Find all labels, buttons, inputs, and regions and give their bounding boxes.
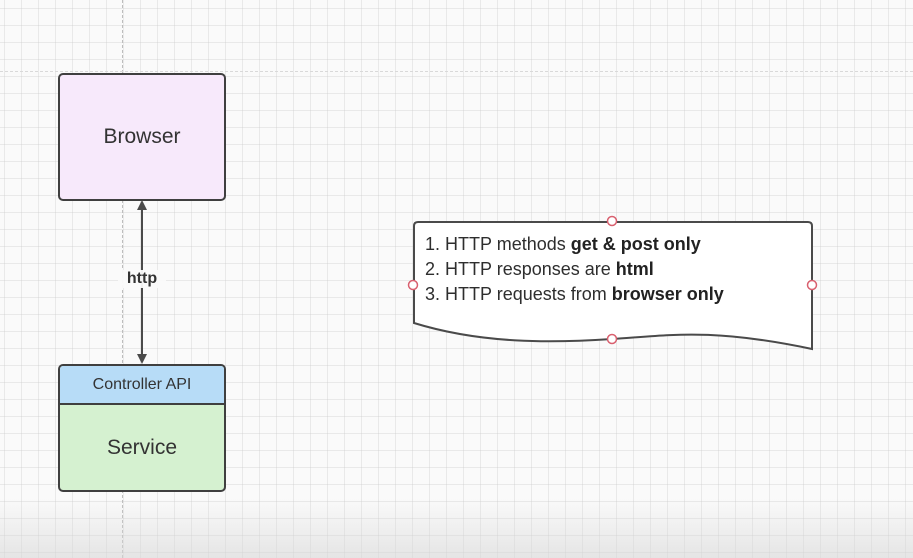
note-item-2-text: HTTP responses are (445, 259, 616, 279)
note-item-3: 3. HTTP requests from browser only (425, 282, 805, 307)
http-label: http (118, 270, 166, 288)
horizontal-guide-line (0, 71, 913, 72)
note-item-1-text: HTTP methods (445, 234, 571, 254)
note-item-1-bold: get & post only (570, 234, 701, 254)
selection-handle-right[interactable] (806, 279, 818, 291)
service-body[interactable]: Service (60, 405, 224, 490)
controller-api-header[interactable]: Controller API (60, 366, 224, 405)
note-item-1: 1. HTTP methods get & post only (425, 232, 805, 257)
service-label: Service (106, 435, 178, 459)
selection-handle-bottom[interactable] (606, 333, 618, 345)
note-item-3-text: HTTP requests from (445, 284, 612, 304)
note-item-2-bold: html (615, 259, 654, 279)
note-item-1-number: 1. (425, 234, 441, 254)
controller-api-label: Controller API (92, 375, 192, 393)
selection-handle-top[interactable] (606, 215, 618, 227)
browser-label: Browser (103, 125, 181, 148)
note-text[interactable]: 1. HTTP methods get & post only 2. HTTP … (425, 232, 805, 307)
note-item-2: 2. HTTP responses are html (425, 257, 805, 282)
note-item-3-number: 3. (425, 284, 441, 304)
note-item-3-bold: browser only (611, 284, 724, 304)
selection-handle-left[interactable] (407, 279, 419, 291)
note-item-2-number: 2. (425, 259, 441, 279)
service-box[interactable]: Controller API Service (58, 364, 226, 492)
